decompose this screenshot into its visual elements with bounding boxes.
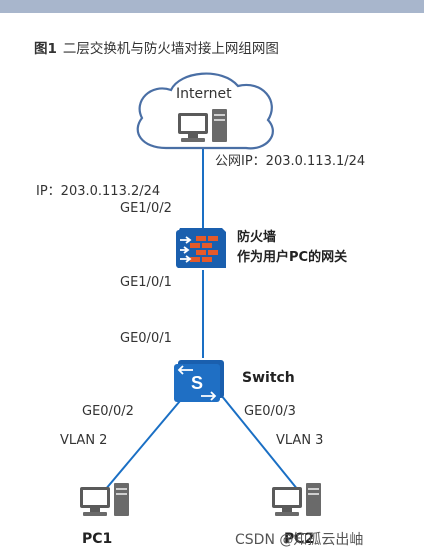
internet-cloud-icon: [136, 72, 274, 150]
left-vlan-label: VLAN 2: [60, 433, 108, 448]
figure-number: 图1: [34, 41, 57, 57]
internet-host-computer-icon: [178, 109, 227, 142]
link-switch-pc2: [220, 394, 299, 491]
top-bar: [0, 0, 424, 13]
switch-icon-letter: S: [191, 373, 203, 393]
pc2-computer-icon: [272, 483, 321, 516]
right-vlan-label: VLAN 3: [276, 433, 324, 448]
link-switch-pc1: [104, 394, 186, 491]
firewall-role: 作为用户PC的网关: [237, 250, 348, 265]
switch-left-port-label: GE0/0/2: [82, 404, 134, 419]
firewall-uplink-port-label: GE1/0/2: [120, 201, 172, 216]
pc1-computer-icon: [80, 483, 129, 516]
firewall-downlink-port-label: GE1/0/1: [120, 275, 172, 290]
figure-caption: 图1 二层交换机与防火墙对接上网组网图: [34, 37, 279, 57]
switch-right-port-label: GE0/0/3: [244, 404, 296, 419]
firewall-description: 防火墙 作为用户PC的网关: [237, 228, 347, 268]
figure-title: 二层交换机与防火墙对接上网组网图: [62, 41, 279, 57]
internet-label: Internet: [176, 86, 232, 102]
firewall-name: 防火墙: [237, 230, 277, 245]
switch-icon: [174, 360, 224, 402]
switch-uplink-port-label: GE0/0/1: [120, 331, 172, 346]
watermark: CSDN @知孤云出岫: [235, 532, 364, 548]
switch-name-label: Switch: [242, 370, 295, 386]
public-ip-label: 公网IP：203.0.113.1/24: [215, 154, 366, 169]
pc2-label: PC2: [284, 531, 315, 547]
firewall-ip-label: IP：203.0.113.2/24: [36, 184, 161, 199]
pc1-label: PC1: [82, 531, 113, 547]
firewall-icon: [176, 228, 226, 268]
